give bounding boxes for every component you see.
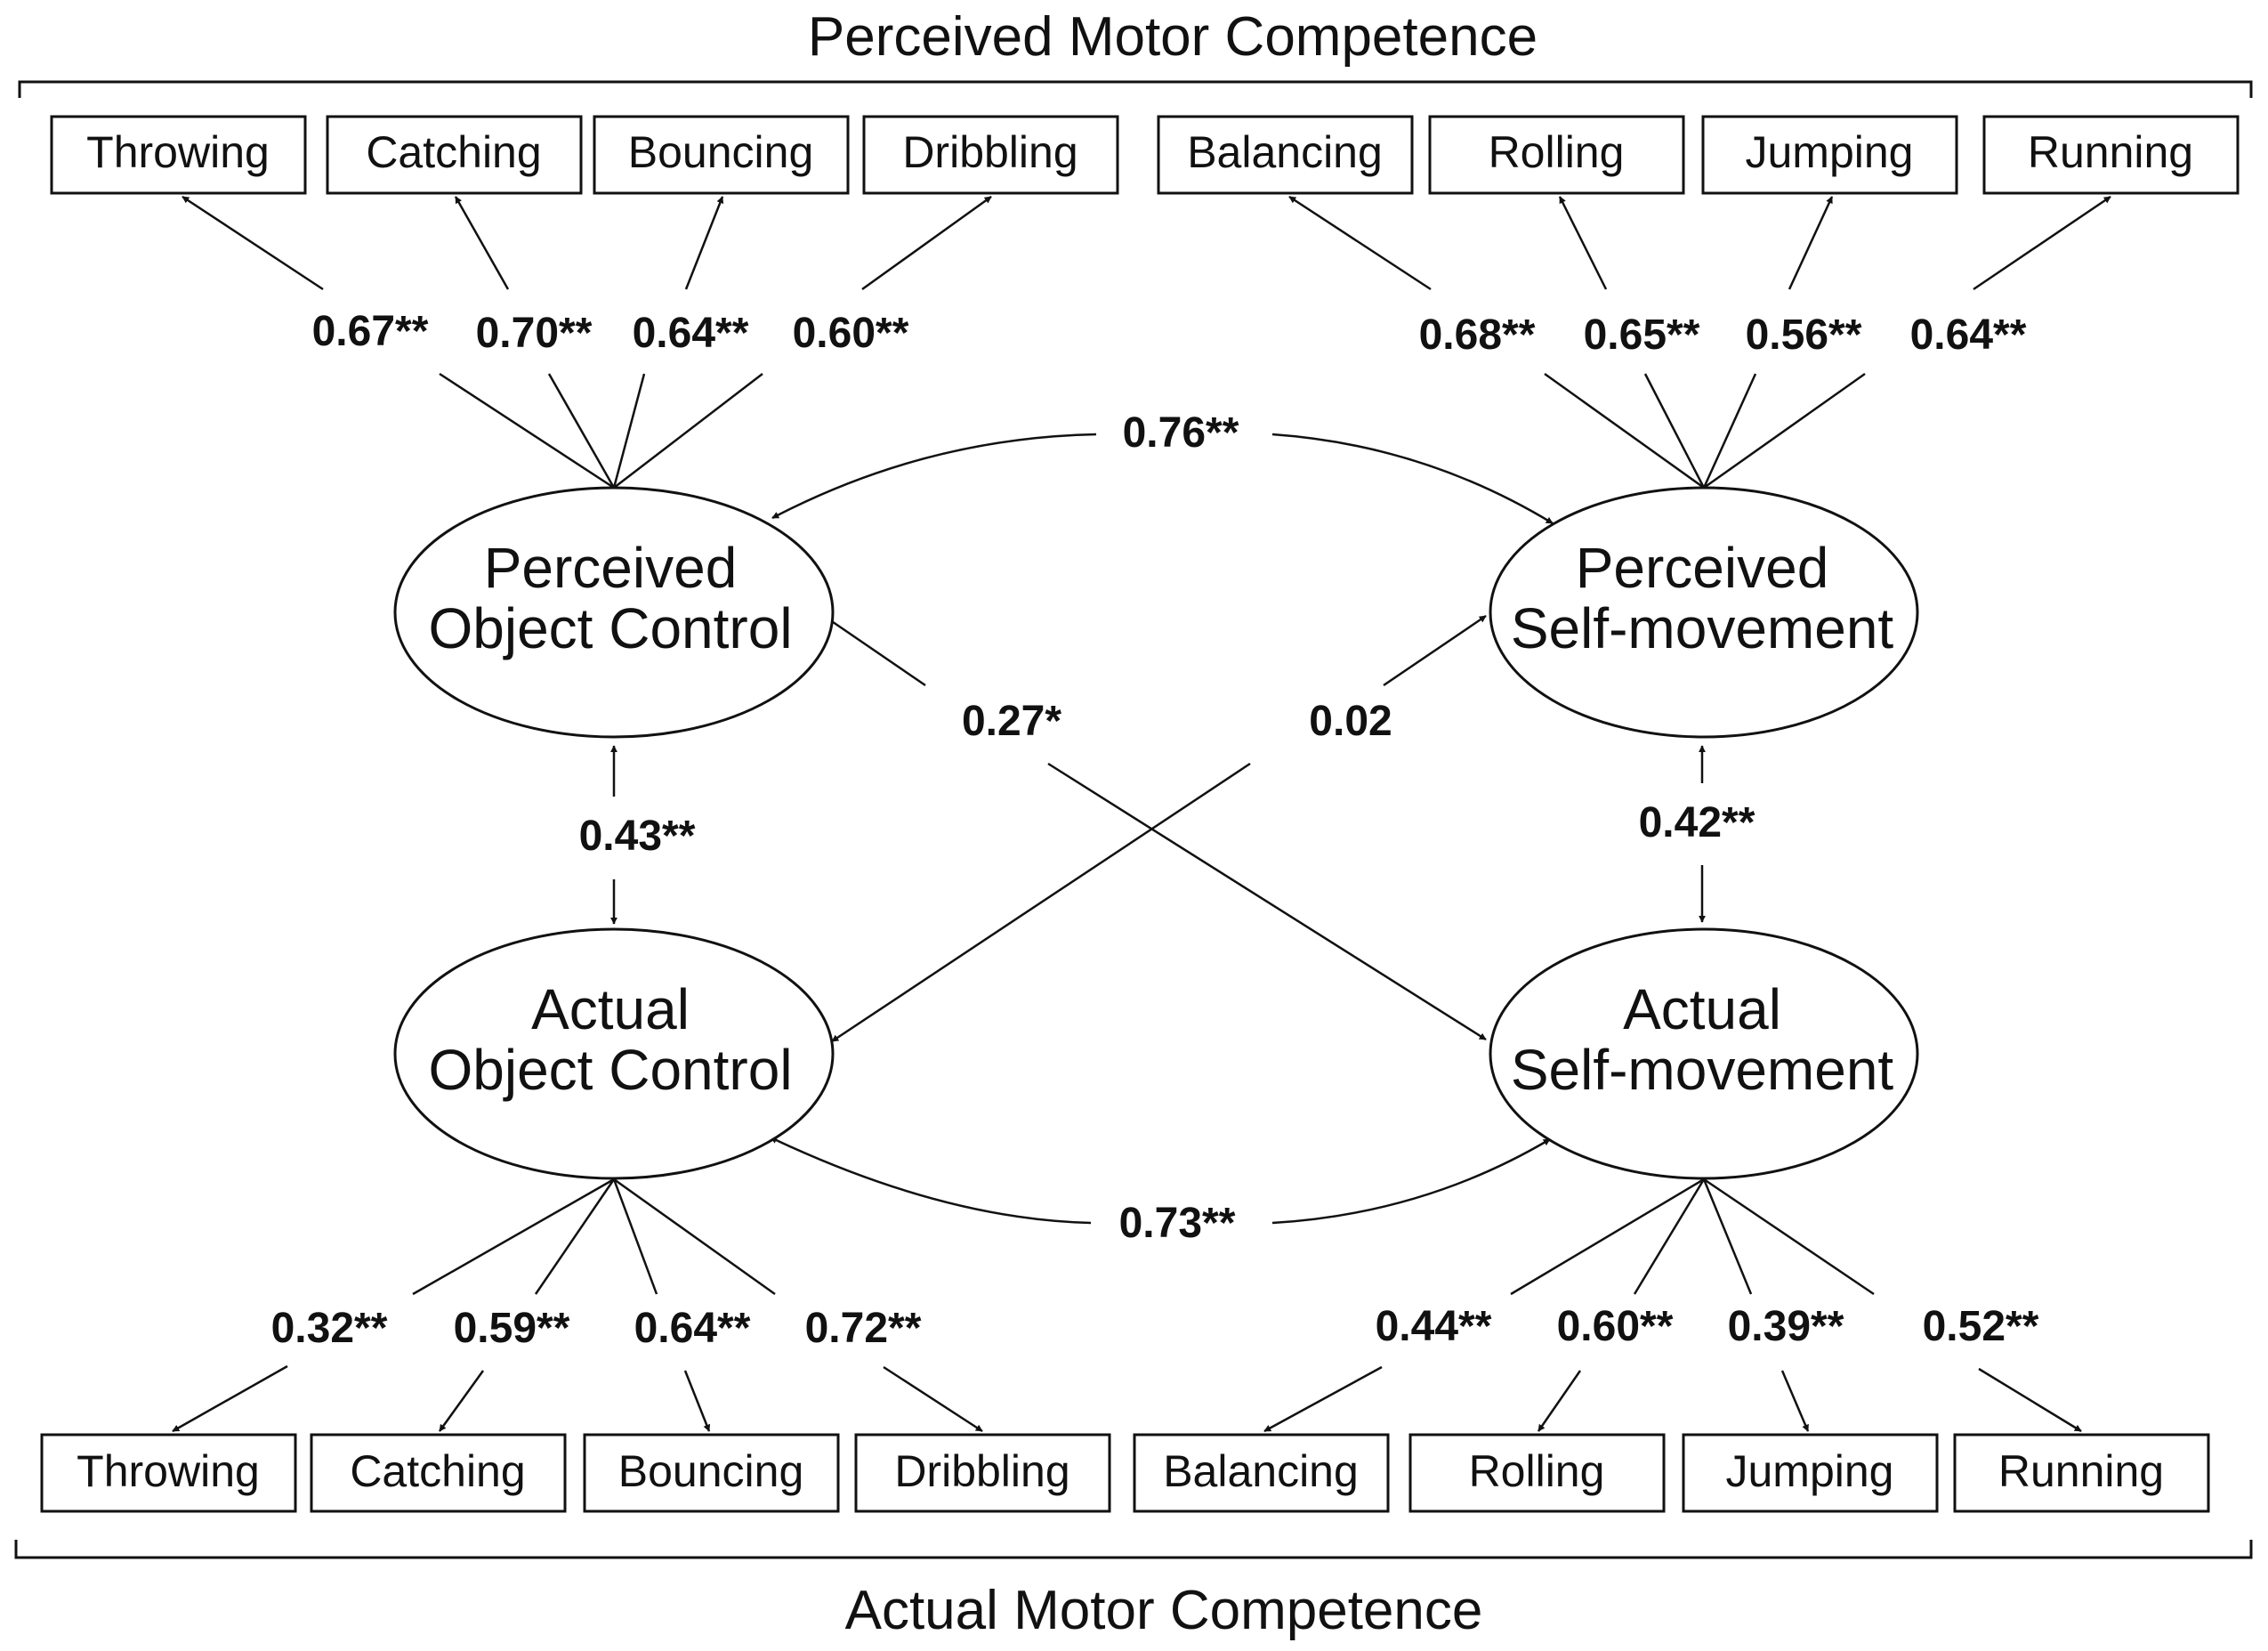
loading-bottom-catching: 0.59** [454,1305,570,1352]
bottom-indicator-catching: Catching [310,1433,567,1513]
loading-lines-actual-self-movement [1263,1178,2082,1433]
loading-top-dribbling: 0.60** [793,310,909,357]
bottom-indicator-throwing: Throwing [40,1433,297,1513]
indicator-label: Running [1998,1446,2164,1496]
loading-top-rolling: 0.65** [1584,312,1700,359]
bottom-indicator-dribbling: Dribbling [854,1433,1111,1513]
indicator-label: Throwing [86,127,270,177]
perceived-motor-competence-title: Perceived Motor Competence [808,6,1538,68]
actual-correlation-curve-left [770,1136,1092,1225]
indicator-label: Bouncing [628,127,814,177]
loading-lines-actual-object-control [172,1178,983,1433]
top-indicator-balancing: Balancing [1157,115,1414,195]
indicator-label: Jumping [1726,1446,1894,1496]
loading-lines-perceived-self-movement [1288,195,2111,490]
top-indicator-bouncing: Bouncing [593,115,850,195]
loading-bottom-running: 0.52** [1923,1303,2039,1350]
actual-correlation-curve-right [1271,1137,1551,1225]
bottom-indicator-rolling: Rolling [1408,1433,1666,1513]
latent-perceived-self-movement: Perceived Self-movement [1489,486,1919,739]
indicator-label: Dribbling [894,1446,1069,1496]
coef-actual-correlation: 0.73** [1119,1200,1236,1247]
top-indicator-jumping: Jumping [1701,115,1958,195]
coef-object-control-correlation: 0.43** [579,813,696,860]
loading-top-balancing: 0.68** [1419,312,1536,359]
perceived-correlation-curve-right [1271,433,1554,525]
indicator-label: Running [2028,127,2193,177]
bottom-indicator-bouncing: Bouncing [583,1433,840,1513]
latent-perceived-object-control: Perceived Object Control [393,486,835,739]
coef-path-asm-to-poc: 0.27* [962,698,1061,745]
top-indicator-dribbling: Dribbling [862,115,1119,195]
indicator-label: Rolling [1489,127,1625,177]
indicator-label: Bouncing [618,1446,804,1496]
latent-label-line2: Self-movement [1511,596,1894,660]
indicator-label: Rolling [1469,1446,1605,1496]
indicator-label: Catching [366,127,541,177]
latent-label-line1: Actual [1623,977,1781,1041]
bottom-indicator-running: Running [1953,1433,2210,1513]
latent-actual-object-control: Actual Object Control [393,927,835,1180]
latent-actual-self-movement: Actual Self-movement [1489,927,1919,1180]
indicator-label: Throwing [77,1446,260,1496]
top-indicator-running: Running [1982,115,2240,195]
bottom-indicator-balancing: Balancing [1133,1433,1390,1513]
path-to-perceived-sm-segment [1383,614,1487,687]
path-actual-sm-segment [1047,762,1487,1041]
loading-top-running: 0.64** [1910,312,2027,359]
latent-label-line1: Perceived [484,536,738,600]
indicator-label: Balancing [1187,127,1383,177]
indicator-label: Dribbling [902,127,1078,177]
loading-bottom-jumping: 0.39** [1728,1303,1844,1350]
loading-lines-perceived-object-control [182,195,992,490]
coef-path-aoc-to-psm: 0.02 [1309,698,1392,745]
indicator-label: Jumping [1746,127,1914,177]
bottom-brace [14,1540,2253,1559]
latent-label-line2: Object Control [428,596,792,660]
latent-label-line1: Actual [531,977,690,1041]
loading-bottom-rolling: 0.60** [1557,1303,1674,1350]
loading-top-jumping: 0.56** [1746,312,1862,359]
path-actual-oc-segment [831,762,1251,1043]
loading-top-throwing: 0.67** [312,308,429,355]
actual-motor-competence-title: Actual Motor Competence [845,1580,1483,1641]
perceived-correlation-curve-left [771,433,1097,520]
top-indicator-rolling: Rolling [1428,115,1685,195]
top-indicator-catching: Catching [326,115,583,195]
coef-perceived-correlation: 0.76** [1123,409,1239,457]
path-to-perceived-oc-segment [823,614,926,687]
latent-label-line1: Perceived [1576,536,1829,600]
latent-label-line2: Object Control [428,1038,792,1102]
loading-bottom-dribbling: 0.72** [805,1305,922,1352]
latent-label-line2: Self-movement [1511,1038,1894,1102]
loading-top-bouncing: 0.64** [633,310,749,357]
loading-bottom-bouncing: 0.64** [634,1305,751,1352]
loading-bottom-throwing: 0.32** [271,1305,388,1352]
top-indicator-throwing: Throwing [50,115,307,195]
bottom-indicator-jumping: Jumping [1682,1433,1939,1513]
loading-top-catching: 0.70** [476,310,593,357]
loading-bottom-balancing: 0.44** [1376,1303,1492,1350]
coef-self-movement-correlation: 0.42** [1639,799,1755,846]
indicator-label: Balancing [1163,1446,1359,1496]
top-brace [18,80,2253,98]
indicator-label: Catching [350,1446,525,1496]
